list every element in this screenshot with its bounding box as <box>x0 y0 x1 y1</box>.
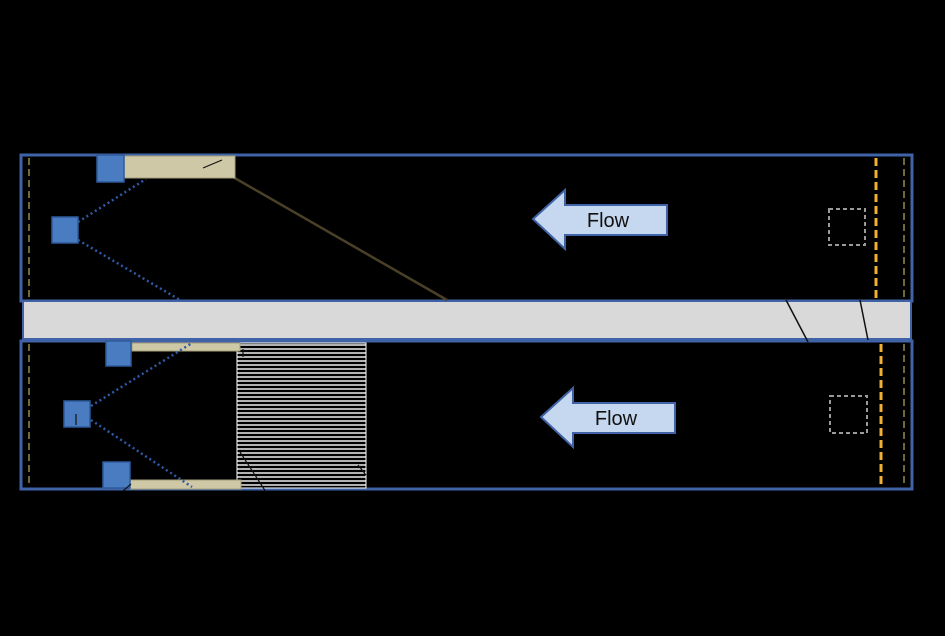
flow-label-upper: Flow <box>587 210 630 232</box>
upper-dotted-line-1 <box>77 177 147 224</box>
flow-arrow-icon: Flow <box>531 187 668 252</box>
upper-plate-pointer <box>202 159 223 169</box>
mesh-pointer-right <box>357 464 367 476</box>
lower-dotted-line-2 <box>90 418 193 489</box>
flow-label-lower: Flow <box>595 408 638 430</box>
divider-slash-1 <box>785 299 809 343</box>
divider-slash-2 <box>859 299 869 341</box>
lower-tan-plate-bottom <box>129 479 242 490</box>
bottom-pointer <box>122 483 132 492</box>
upper-tan-plate <box>123 155 236 179</box>
dashed-box-icon <box>829 395 868 434</box>
square-marker-icon <box>102 461 131 489</box>
channel-divider <box>22 300 912 340</box>
mesh-pointer-left <box>239 451 267 493</box>
square-marker-icon <box>51 216 79 244</box>
lower-channel <box>19 339 914 491</box>
dashed-box-icon <box>828 208 866 246</box>
square-marker-icon <box>105 340 132 367</box>
mesh-screen <box>236 342 367 489</box>
square-marker-icon <box>63 400 91 428</box>
upper-diagonal-line <box>232 175 448 302</box>
upper-channel <box>19 153 914 303</box>
flow-arrow-icon: Flow <box>539 385 676 450</box>
square-marker-icon <box>96 154 125 183</box>
